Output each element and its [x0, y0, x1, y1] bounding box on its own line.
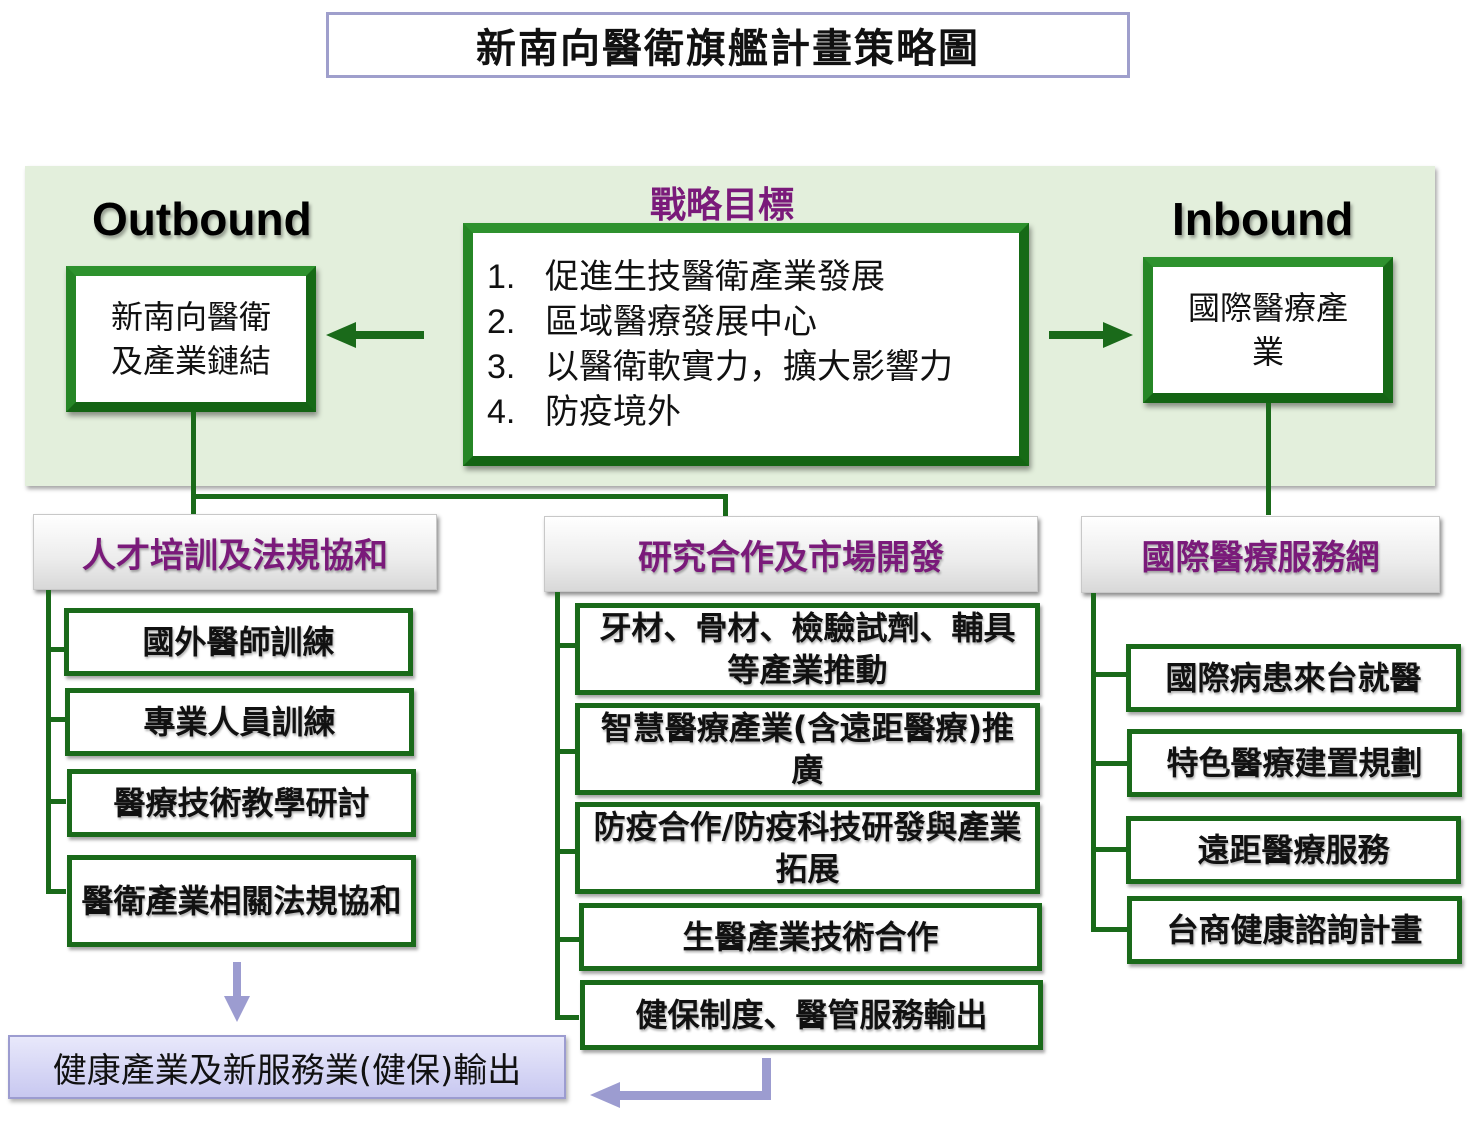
connector-line: [1266, 403, 1271, 515]
arrow-right-icon: [1049, 322, 1133, 348]
item-box: 醫療技術教學研討: [67, 769, 416, 837]
outbound-box-line2: 及產業鏈結: [110, 342, 271, 380]
connector-line: [191, 412, 196, 516]
goal-item: 3. 以醫衛軟實力，擴大影響力: [487, 345, 1019, 390]
outbound-box: 新南向醫衛 及產業鏈結: [66, 266, 316, 412]
tree-line: [46, 889, 66, 894]
item-box: 醫衛產業相關法規協和: [67, 855, 416, 947]
goal-text: 以醫衛軟實力，擴大影響力: [545, 347, 953, 387]
item-box: 國際病患來台就醫: [1126, 644, 1461, 712]
item-box: 智慧醫療產業(含遠距醫療)推廣: [575, 703, 1040, 795]
goals-box: 1. 促進生技醫衛產業發展 2. 區域醫療發展中心 3. 以醫衛軟實力，擴大影響力 4…: [463, 223, 1029, 466]
tree-line: [555, 749, 579, 754]
goal-item: 4. 防疫境外: [487, 390, 1019, 435]
goals-heading: 戰略目標: [650, 185, 795, 226]
tree-line: [46, 590, 51, 894]
arrow-left-icon: [326, 322, 424, 348]
tree-line: [555, 849, 579, 854]
outbound-label: Outbound: [92, 193, 312, 245]
arrow-return-left-icon: [590, 1058, 771, 1108]
item-box: 特色醫療建置規劃: [1127, 729, 1462, 797]
goal-number: 2.: [487, 303, 516, 341]
tree-line: [1091, 761, 1129, 766]
item-box: 專業人員訓練: [65, 688, 414, 756]
goal-number: 3.: [487, 348, 516, 386]
connector-line: [723, 494, 728, 516]
tree-line: [46, 647, 66, 652]
category-header-research: 研究合作及市場開發: [544, 516, 1038, 592]
item-box: 防疫合作/防疫科技研發與產業拓展: [575, 802, 1040, 894]
tree-line: [555, 1015, 579, 1020]
goal-number: 4.: [487, 393, 516, 431]
tree-line: [46, 717, 66, 722]
connector-line: [191, 494, 728, 499]
item-box: 生醫產業技術合作: [579, 903, 1042, 971]
outbound-box-line1: 新南向醫衛: [110, 298, 271, 336]
goal-number: 1.: [487, 258, 516, 296]
output-box: 健康產業及新服務業(健保)輸出: [8, 1035, 566, 1099]
inbound-box-line1: 國際醫療產: [1187, 289, 1348, 327]
goal-text: 防疫境外: [545, 392, 681, 432]
item-box: 國外醫師訓練: [64, 608, 413, 676]
goal-text: 區域醫療發展中心: [545, 302, 817, 342]
inbound-box-line2: 業: [1251, 333, 1284, 371]
item-box: 台商健康諮詢計畫: [1127, 896, 1462, 964]
item-box: 健保制度、醫管服務輸出: [580, 980, 1043, 1050]
diagram-title: 新南向醫衛旗艦計畫策略圖: [326, 12, 1130, 78]
category-header-talent: 人才培訓及法規協和: [33, 514, 437, 590]
goal-item: 1. 促進生技醫衛產業發展: [487, 255, 1019, 300]
category-header-intl-medical: 國際醫療服務網: [1081, 516, 1440, 593]
goal-text: 促進生技醫衛產業發展: [545, 257, 885, 297]
tree-line: [1091, 927, 1129, 932]
tree-line: [46, 799, 66, 804]
inbound-label: Inbound: [1172, 193, 1354, 245]
tree-line: [1091, 847, 1129, 852]
tree-line: [1091, 672, 1129, 677]
tree-line: [555, 937, 579, 942]
inbound-box: 國際醫療產 業: [1143, 257, 1393, 403]
tree-line: [555, 592, 560, 1020]
item-box: 牙材、骨材、檢驗試劑、輔具等產業推動: [575, 603, 1040, 695]
goal-item: 2. 區域醫療發展中心: [487, 300, 1019, 345]
item-box: 遠距醫療服務: [1126, 816, 1461, 884]
arrow-down-icon: [224, 962, 250, 1022]
tree-line: [555, 643, 579, 648]
